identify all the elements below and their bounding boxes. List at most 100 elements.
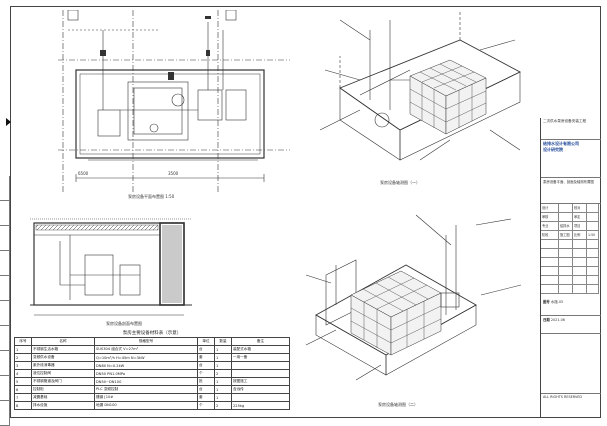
table-cell (231, 361, 290, 370)
company-name-line2: 设计研究院 (543, 147, 563, 152)
table-cell: 3 (14, 361, 32, 370)
table-cell (231, 369, 290, 378)
drawing-border (10, 6, 601, 418)
drawing-name: 泵房设备平面、剖面及轴测布置图 (541, 178, 601, 204)
schedule-header: 序号 (14, 337, 32, 346)
table-cell: 台 (197, 361, 215, 370)
grid-label: 阶段 (541, 231, 559, 240)
table-cell: SUS304 组合式 V=27m³ (94, 345, 198, 354)
table-cell: 2 (14, 353, 32, 362)
table-cell: 1 (14, 345, 32, 354)
axonometric-top-drawing (300, 10, 532, 180)
table-cell: 2 (214, 369, 232, 378)
table-cell: 5 (14, 377, 32, 386)
axonometric-top-caption: 泵房设备轴测图（一） (380, 180, 420, 185)
schedule-header: 规格型号 (94, 337, 198, 346)
section-drawing (30, 205, 192, 325)
grid-value (559, 213, 573, 222)
table-cell: 减震基础 (31, 393, 95, 402)
table-cell: DN50 PN1.0MPa (94, 369, 198, 378)
table-cell: 套 (197, 353, 215, 362)
grid-label: 审核 (541, 213, 559, 222)
schedule-header: 单位 (197, 337, 215, 346)
grid-value (587, 222, 599, 231)
date-label: 日期 (543, 318, 550, 322)
schedule-header: 数量 (214, 337, 232, 346)
table-cell: 一用一备 (231, 353, 290, 362)
sheet-number-label: 图号 (543, 300, 550, 304)
grid-label: 专业 (541, 222, 559, 231)
title-block: 二次供水泵房设备安装工程 给排水设计有限公司 设计研究院 泵房设备平面、剖面及轴… (540, 118, 601, 418)
table-cell: 个 (197, 401, 215, 410)
page-nav-arrow-icon[interactable] (6, 118, 11, 126)
grid-value: 给排水 (559, 222, 573, 231)
table-cell: 套 (197, 393, 215, 402)
table-cell: 槽钢 [10# (94, 393, 198, 402)
grid-label: 校对 (573, 204, 587, 213)
grid-label: 比例 (573, 231, 587, 240)
schedule-title: 泵房主要设备材料表（示意） (122, 331, 182, 336)
title-block-footer: ALL RIGHTS RESERVED (543, 395, 583, 399)
table-cell: 变频供水设备 (31, 353, 95, 362)
table-cell: 不锈钢生活水箱 (31, 345, 95, 354)
table-cell: DN50~DN100 (94, 377, 198, 386)
grid-label: 项目 (573, 222, 587, 231)
dimension-a: 6500 (78, 171, 89, 176)
section-caption: 泵房设备剖面布置图 (106, 321, 142, 326)
table-cell: 控制柜 (31, 385, 95, 394)
project-name: 二次供水泵房设备安装工程 (541, 118, 601, 140)
table-cell: 排水设施 (31, 401, 95, 410)
axonometric-bottom-drawing (296, 205, 532, 395)
table-cell: 台 (197, 385, 215, 394)
table-cell: 台 (197, 345, 215, 354)
grid-label: 设计 (541, 204, 559, 213)
sheet-number: 水施-05 (550, 300, 564, 304)
table-cell: DN80 N=0.2kW (94, 361, 198, 370)
table-cell: 紫外线消毒器 (31, 361, 95, 370)
left-revision-strip (0, 176, 10, 426)
table-cell: 1 (214, 377, 232, 386)
grid-value: 施工图 (559, 231, 573, 240)
axonometric-bottom-caption: 泵房设备轴测图（二） (378, 402, 418, 407)
table-cell: 1 (214, 361, 232, 370)
dimension-b: 3500 (168, 171, 179, 176)
table-cell: 1 (214, 393, 232, 402)
table-cell: 个 (197, 369, 215, 378)
table-cell: 1 (214, 345, 232, 354)
plan-caption: 泵房设备平面布置图 1:50 (128, 194, 175, 199)
table-cell: 4 (14, 369, 32, 378)
grid-value: 1:50 (587, 231, 599, 240)
company-name-line1: 给排水设计有限公司 (543, 141, 579, 146)
date-value: 2021.06 (550, 318, 565, 322)
grid-value (587, 204, 599, 213)
table-cell: 地漏 DN100 (94, 401, 198, 410)
table-cell: 按图施工 (231, 377, 290, 386)
table-cell (231, 393, 290, 402)
table-cell: 装配式水箱 (231, 345, 290, 354)
schedule-header: 备注 (231, 337, 290, 346)
table-cell: 2 (214, 401, 232, 410)
grid-label: 审定 (573, 213, 587, 222)
table-cell: PLC 变频控制 (94, 385, 198, 394)
table-cell: 225kg (231, 401, 290, 410)
grid-value (587, 213, 599, 222)
table-cell: 1 (214, 353, 232, 362)
table-cell: 批 (197, 377, 215, 386)
table-cell: 8 (14, 401, 32, 410)
table-cell: Q=10m³/h H=45m N=3kW (94, 353, 198, 362)
floor-plan-drawing: 6500 3500 (58, 10, 290, 192)
table-cell: 1 (214, 385, 232, 394)
table-cell: 7 (14, 393, 32, 402)
